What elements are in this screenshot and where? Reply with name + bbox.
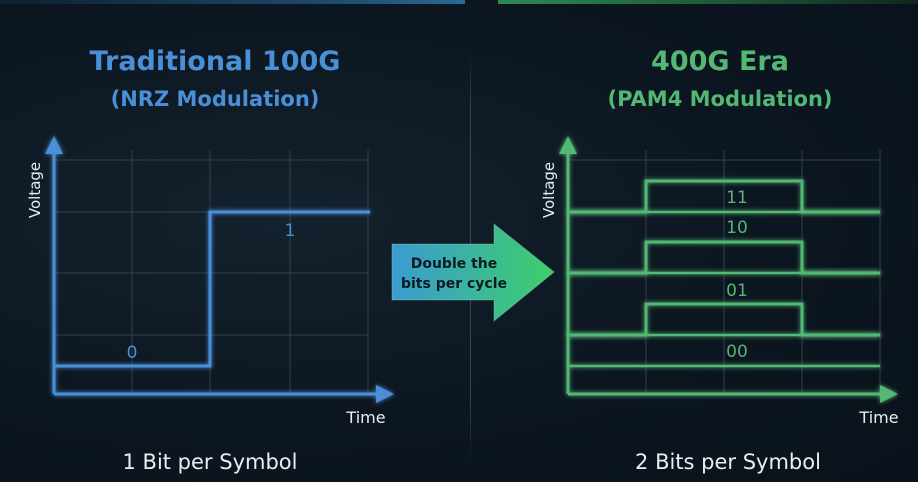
double-bits-arrow [391, 222, 555, 323]
nrz-level-label-0: 0 [127, 343, 138, 363]
pam4-signal-waveforms [568, 179, 880, 337]
nrz-x-axis-label: Time [345, 408, 385, 427]
nrz-footer: 1 Bit per Symbol [122, 450, 298, 474]
pam4-axes [559, 136, 898, 403]
nrz-subtitle: (NRZ Modulation) [110, 87, 320, 111]
nrz-title: Traditional 100G [89, 46, 341, 77]
pam4-x-axis-label: Time [858, 408, 898, 427]
pam4-level-label-01: 01 [726, 281, 748, 301]
pam4-level-label-10: 10 [726, 218, 748, 238]
nrz-signal-waveform [54, 210, 370, 368]
pam4-waveform-10 [568, 240, 880, 275]
top-accent-bar-right [498, 0, 918, 4]
pam4-grid [568, 150, 881, 392]
pam4-waveform-01 [568, 302, 880, 337]
pam4-subtitle: (PAM4 Modulation) [607, 87, 833, 111]
nrz-axes [45, 136, 394, 403]
pam4-level-label-11: 11 [726, 188, 748, 208]
arrow-caption: Double the bits per cycle [400, 256, 508, 292]
pam4-title: 400G Era [651, 46, 789, 77]
pam4-y-axis-label: Voltage [540, 162, 558, 218]
nrz-level-label-1: 1 [285, 221, 296, 241]
top-accent-bar-left [0, 0, 465, 4]
pam4-waveform-11 [568, 179, 880, 214]
pam4-footer: 2 Bits per Symbol [635, 450, 821, 474]
nrz-y-axis-label: Voltage [26, 162, 44, 218]
pam4-level-label-00: 00 [726, 342, 748, 362]
